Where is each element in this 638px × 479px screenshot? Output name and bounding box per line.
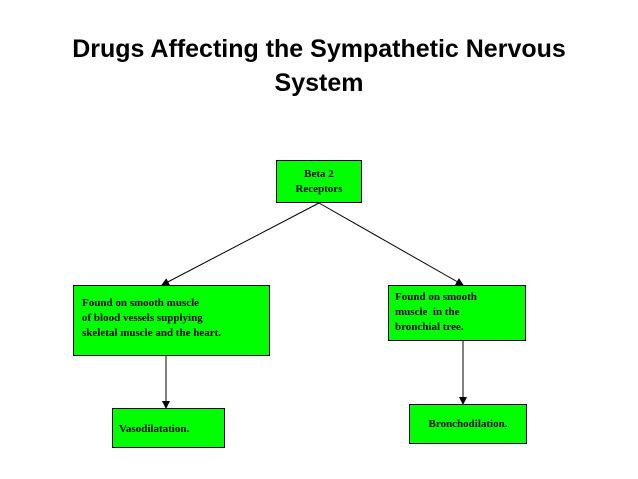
node-bronchodilation-label: Bronchodilation.: [428, 418, 508, 430]
node-vasodilatation-label: Vasodilatation.: [119, 423, 190, 435]
node-beta2-receptors: Beta 2 Receptors: [276, 160, 362, 203]
node-bronchial-line-2: muscle in the: [395, 306, 460, 318]
arrow-beta2-to-bronchial-tree: [318, 202, 464, 286]
node-vessels-line-1: Found on smooth muscle: [82, 297, 200, 309]
node-beta2-line-2: Receptors: [295, 183, 343, 195]
node-blood-vessels: Found on smooth muscle of blood vessels …: [73, 285, 270, 356]
node-vessels-line-3: skeletal muscle and the heart.: [82, 327, 222, 339]
page-title: Drugs Affecting the Sympathetic Nervous …: [0, 32, 638, 100]
arrow-beta2-to-vessels: [161, 202, 320, 286]
node-bronchial-line-3: bronchial tree.: [395, 321, 464, 333]
node-bronchial-tree: Found on smooth muscle in the bronchial …: [388, 285, 526, 341]
node-vessels-line-2: of blood vessels supplying: [82, 312, 203, 324]
title-line-2: System: [274, 69, 364, 97]
node-beta2-line-1: Beta 2: [304, 168, 334, 180]
node-bronchial-line-1: Found on smooth: [395, 291, 477, 303]
node-bronchodilation: Bronchodilation.: [409, 404, 527, 444]
node-vasodilatation: Vasodilatation.: [112, 408, 225, 448]
title-line-1: Drugs Affecting the Sympathetic Nervous: [72, 35, 566, 63]
